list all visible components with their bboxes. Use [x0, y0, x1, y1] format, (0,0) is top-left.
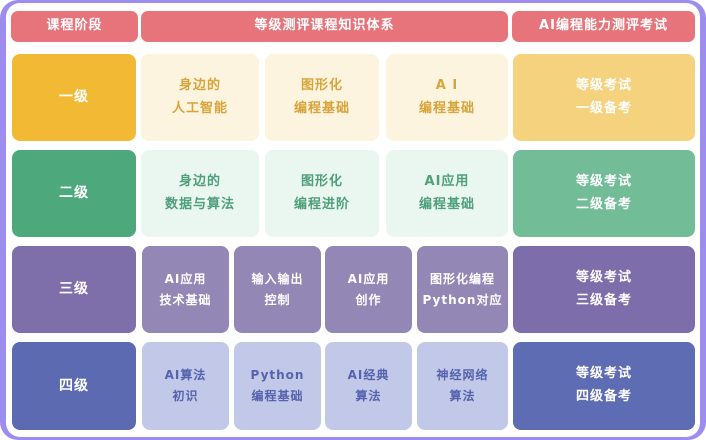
level-1-label: 一级: [59, 89, 89, 106]
exam-level-4-label: 等级考试 四级备考: [575, 366, 632, 404]
exam-level-2-label: 等级考试 二级备考: [575, 173, 632, 212]
header-stage-label: 课程阶段: [46, 18, 103, 34]
level-2-cell: 二级: [12, 150, 136, 237]
exam-level-2-cell: 等级考试 二级备考: [513, 150, 695, 237]
header-stage: 课程阶段: [11, 11, 138, 42]
exam-level-4-cell: 等级考试 四级备考: [513, 342, 695, 430]
exam-level-1-label: 等级考试 一级备考: [575, 77, 632, 116]
level-3-label: 三级: [59, 281, 89, 298]
level-2-label: 二级: [59, 185, 89, 202]
course-cell: 输入输出 控制: [234, 246, 321, 333]
course-cell: AI经典 算法: [325, 342, 412, 430]
course-label: AI应用 技术基础: [159, 271, 212, 307]
course-cell: 身边的 数据与算法: [141, 150, 259, 237]
course-cell: 图形化 编程进阶: [265, 150, 379, 237]
header-system-label: 等级测评课程知识体系: [254, 18, 395, 34]
course-label: 图形化编程 Python对应: [422, 271, 503, 307]
course-label: AI算法 初识: [164, 368, 207, 403]
exam-level-1-cell: 等级考试 一级备考: [513, 54, 695, 141]
level-4-label: 四级: [59, 377, 89, 394]
course-cell: AI算法 初识: [142, 342, 229, 430]
course-label: AI应用 创作: [347, 271, 390, 307]
exam-level-3-cell: 等级考试 三级备考: [513, 246, 695, 333]
course-label: A I 编程基础: [418, 77, 475, 116]
course-cell: AI应用 编程基础: [386, 150, 508, 237]
header-exam: AI编程能力测评考试: [512, 11, 695, 42]
level-3-cell: 三级: [12, 246, 136, 333]
course-cell: AI应用 技术基础: [142, 246, 229, 333]
course-label: 输入输出 控制: [251, 271, 304, 307]
course-cell: 图形化 编程基础: [265, 54, 379, 141]
level-4-cell: 四级: [12, 342, 136, 430]
course-label: AI经典 算法: [347, 368, 390, 403]
header-exam-label: AI编程能力测评考试: [539, 18, 668, 34]
level-1-cell: 一级: [12, 54, 136, 141]
course-label: 图形化 编程基础: [293, 77, 350, 116]
course-label: 图形化 编程进阶: [293, 173, 350, 212]
course-label: 神经网络 算法: [436, 368, 489, 403]
course-label: 身边的 人工智能: [171, 77, 228, 116]
course-cell: 图形化编程 Python对应: [417, 246, 508, 333]
course-cell: 神经网络 算法: [417, 342, 508, 430]
course-cell: AI应用 创作: [325, 246, 412, 333]
course-label: AI应用 编程基础: [418, 173, 475, 212]
course-cell: A I 编程基础: [386, 54, 508, 141]
header-system: 等级测评课程知识体系: [141, 11, 508, 42]
exam-level-3-label: 等级考试 三级备考: [575, 269, 632, 308]
course-label: Python 编程基础: [250, 368, 305, 403]
curriculum-table: 课程阶段 等级测评课程知识体系 AI编程能力测评考试 一级 身边的 人工智能 图…: [6, 3, 700, 437]
course-label: 身边的 数据与算法: [164, 173, 235, 212]
course-cell: Python 编程基础: [234, 342, 321, 430]
course-cell: 身边的 人工智能: [141, 54, 259, 141]
